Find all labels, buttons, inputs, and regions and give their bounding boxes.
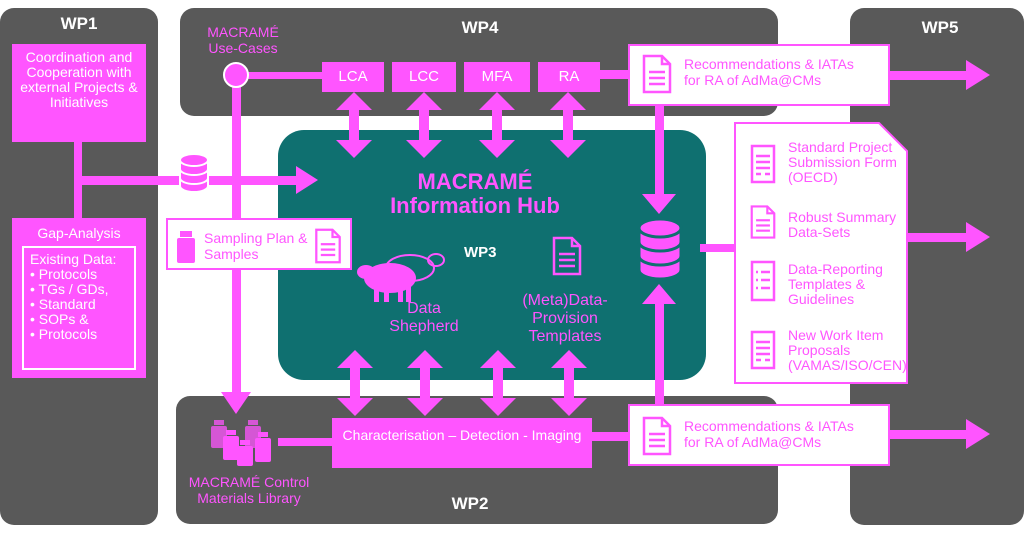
wp5-item-2: Robust Summary Data-Sets [788, 209, 897, 240]
bullet-icon: • [30, 266, 39, 282]
use-cases-text: MACRAMÉ Use-Cases [207, 24, 279, 56]
database-icon [179, 153, 209, 193]
document-icon [552, 236, 582, 276]
templates-label: (Meta)Data-Provision Templates [522, 292, 608, 345]
existing-data-item-label: Protocols [38, 266, 98, 282]
existing-data-item-label: Protocols [38, 326, 98, 342]
sheep-icon [357, 253, 445, 302]
wp5-item-1: Standard Project Submission Form (OECD) [788, 139, 897, 185]
existing-data-title: Existing Data: [30, 251, 117, 267]
existing-data-item-label: TGs / GDs, [38, 281, 109, 297]
wp4-box-mfa: MFA [464, 62, 530, 92]
hub-title-line1: MACRAMÉ [417, 169, 533, 194]
existing-data-item: • Protocols [30, 327, 128, 342]
database-icon [637, 217, 683, 281]
vial-icon [177, 231, 195, 263]
wp5-item-3: Data-Reporting Templates & Guidelines [788, 261, 883, 307]
vials-icon [211, 420, 271, 466]
existing-data-box: Existing Data: • Protocols• TGs / GDs,• … [22, 246, 136, 370]
bullet-icon: • [30, 311, 39, 327]
sampling-plan-text: Sampling Plan & Samples [204, 230, 308, 262]
wp4-title: WP4 [461, 18, 499, 37]
recommendations-top-text: Recommendations & IATAs for RA of AdMa@C… [684, 56, 854, 88]
existing-data-item: • SOPs & [30, 312, 128, 327]
hub-title-line2: Information Hub [390, 193, 560, 218]
sampling-plan-box: Sampling Plan & Samples [166, 218, 352, 270]
recommendations-box-top: Recommendations & IATAs for RA of AdMa@C… [628, 44, 890, 106]
wp4-box-lca: LCA [322, 62, 384, 92]
wp3-label: WP3 [464, 244, 497, 261]
form-icon [750, 144, 776, 184]
document-icon [315, 228, 341, 264]
document-icon [642, 54, 672, 94]
wp2-title: WP2 [451, 494, 489, 513]
recommendations-box-bottom: Recommendations & IATAs for RA of AdMa@C… [628, 404, 890, 466]
wp5-title: WP5 [921, 18, 959, 37]
gap-analysis-title: Gap-Analysis [37, 225, 121, 241]
characterisation-box: Characterisation – Detection - Imaging [332, 418, 592, 468]
form-icon [750, 330, 776, 370]
document-icon [642, 416, 672, 456]
wp5-outputs-box: Standard Project Submission Form (OECD) … [734, 122, 908, 384]
wp4-box-lcc: LCC [392, 62, 456, 92]
existing-data-item: • TGs / GDs, [30, 282, 128, 297]
existing-data-item: • Protocols [30, 267, 128, 282]
existing-data-list: • Protocols• TGs / GDs,• Standard• SOPs … [30, 267, 128, 342]
document-icon [750, 205, 776, 239]
gap-analysis-box: Gap-Analysis Existing Data: • Protocols•… [12, 218, 146, 378]
wp4-box-ra: RA [538, 62, 600, 92]
coordination-text: Coordination and Cooperation with extern… [20, 49, 138, 110]
bullet-icon: • [30, 296, 39, 312]
data-shepherd-label: Data Shepherd [389, 300, 459, 335]
bullet-icon: • [30, 281, 39, 297]
wp5-item-4: New Work Item Proposals (VAMAS/ISO/CEN) [788, 327, 907, 373]
bullet-icon: • [30, 326, 39, 342]
characterisation-text: Characterisation – Detection - Imaging [342, 427, 582, 443]
library-label: MACRAMÉ Control Materials Library [188, 474, 310, 506]
checklist-icon [750, 260, 776, 302]
existing-data-item-label: Standard [38, 296, 96, 312]
wp1-title: WP1 [60, 14, 98, 33]
hub-title: MACRAMÉ Information Hub [360, 170, 590, 218]
recommendations-bottom-text: Recommendations & IATAs for RA of AdMa@C… [684, 418, 854, 450]
existing-data-item: • Standard [30, 297, 128, 312]
wp5-box-frame [734, 122, 908, 384]
use-cases-label: MACRAMÉ Use-Cases [198, 24, 288, 56]
existing-data-item-label: SOPs & [38, 311, 89, 327]
coordination-box: Coordination and Cooperation with extern… [12, 44, 146, 142]
